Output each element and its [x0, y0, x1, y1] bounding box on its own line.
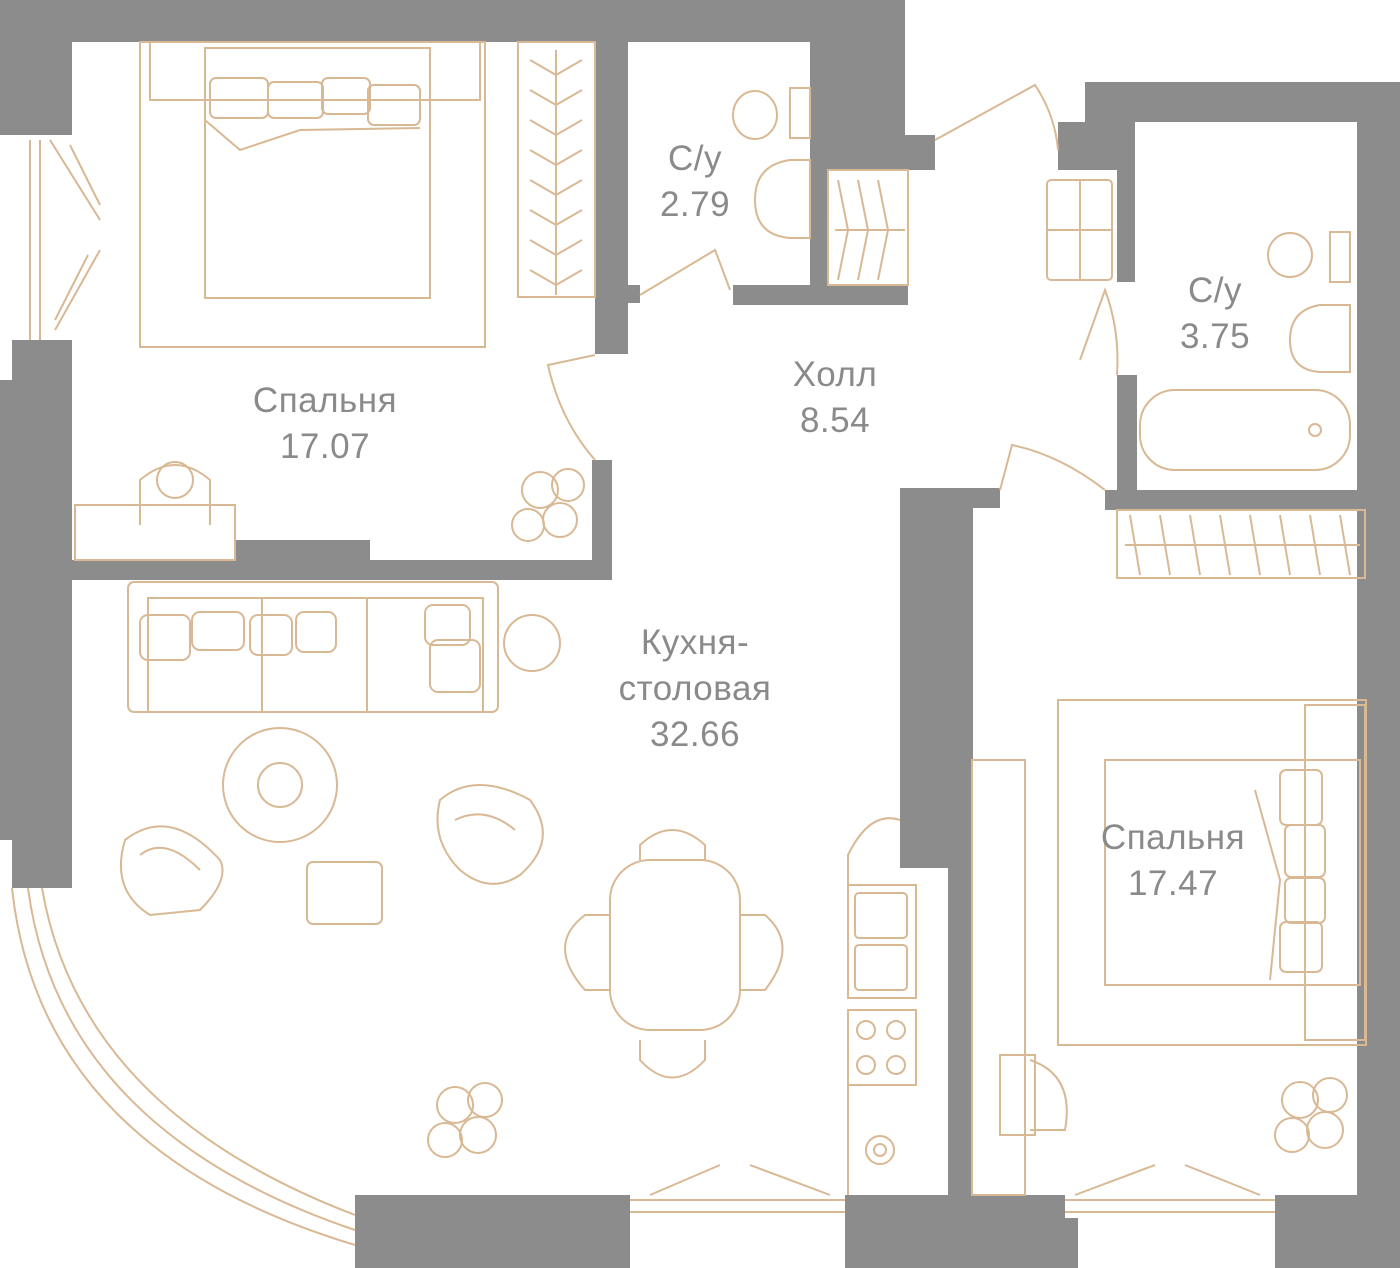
window-icon — [630, 1164, 1275, 1213]
room-label-bedroom-2: Спальня 17.47 — [1068, 815, 1278, 907]
armchair-icon — [436, 784, 544, 885]
room-label-kitchen: Кухня- столовая 32.66 — [585, 620, 805, 758]
armchair-icon — [119, 825, 224, 917]
desk-icon — [971, 759, 1068, 1196]
dining-table-icon — [564, 829, 784, 1079]
stove-icon — [847, 1009, 917, 1086]
plant-icon — [427, 1082, 503, 1158]
room-area: 17.47 — [1127, 864, 1219, 903]
sink-icon — [753, 159, 811, 239]
sink-icon — [1288, 304, 1351, 373]
coffee-table — [222, 727, 338, 843]
room-area: 32.66 — [649, 715, 741, 754]
sofa-icon — [127, 581, 499, 713]
room-area: 17.07 — [279, 427, 371, 466]
window-icon — [11, 887, 356, 1246]
wardrobe-icon — [517, 41, 596, 298]
room-name: С/у — [1188, 271, 1242, 310]
room-name: С/у — [668, 139, 722, 178]
door-icon — [546, 354, 596, 461]
plant-icon — [865, 1135, 895, 1165]
door-icon — [639, 248, 731, 296]
door-icon — [934, 83, 1059, 151]
toilet-icon — [1267, 231, 1351, 283]
room-label-hall: Холл 8.54 — [760, 352, 910, 444]
room-area: 8.54 — [799, 401, 871, 440]
room-label-bathroom-2: С/у 3.75 — [1160, 268, 1270, 360]
side-table — [503, 614, 561, 672]
room-name-line1: Кухня- — [640, 623, 750, 662]
furniture — [11, 41, 1367, 1246]
bed-icon — [149, 41, 481, 299]
room-area: 3.75 — [1179, 317, 1251, 356]
plant-icon — [511, 468, 585, 542]
shower-tray-icon — [1046, 179, 1113, 281]
bed-icon — [1104, 704, 1366, 1041]
desk-icon — [74, 461, 236, 561]
room-label-bathroom-1: С/у 2.79 — [640, 136, 750, 228]
toilet-icon — [732, 87, 811, 140]
wardrobe-icon — [1116, 509, 1366, 579]
room-name: Холл — [792, 355, 878, 394]
room-area: 2.79 — [659, 185, 731, 224]
plant-icon — [1274, 1077, 1348, 1153]
room-name: Спальня — [1100, 818, 1246, 857]
kitchen-sink-icon — [847, 817, 917, 999]
pouf — [306, 861, 383, 925]
door-icon — [1079, 287, 1119, 376]
window-icon — [29, 139, 101, 340]
door-icon — [999, 443, 1106, 491]
room-name: Спальня — [252, 381, 398, 420]
rug-bedroom-1 — [139, 41, 486, 348]
wardrobe-icon — [827, 169, 909, 286]
room-label-bedroom-1: Спальня 17.07 — [220, 378, 430, 470]
bathtub-icon — [1139, 389, 1351, 471]
room-name-line2: столовая — [618, 669, 772, 708]
